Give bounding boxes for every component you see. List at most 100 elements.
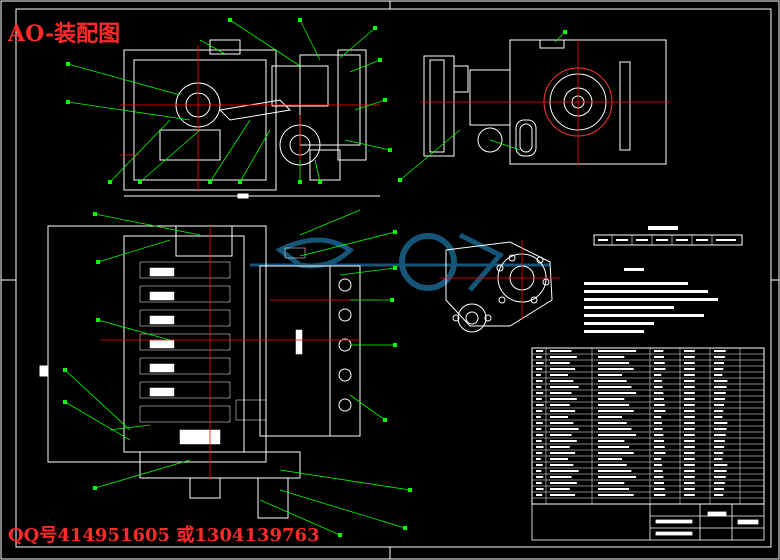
- parts-cell-text: [598, 488, 630, 490]
- parts-cell-text: [536, 470, 542, 472]
- side-centerlines: [440, 240, 560, 320]
- parts-cell-text: [684, 482, 695, 484]
- parts-cell-text: [536, 380, 543, 382]
- parts-cell-text: [536, 398, 542, 400]
- parts-cell-text: [550, 416, 568, 418]
- parts-cell-text: [598, 392, 637, 394]
- parts-cell-text: [714, 452, 724, 454]
- parts-cell-text: [654, 440, 665, 442]
- parts-cell-text: [714, 470, 727, 472]
- parts-cell-text: [598, 410, 634, 412]
- parts-cell-text: [536, 434, 544, 436]
- parts-cell-text: [598, 446, 630, 448]
- parts-cell-text: [684, 422, 695, 424]
- parts-cell-text: [536, 392, 544, 394]
- parts-cell-text: [714, 368, 724, 370]
- parts-cell-text: [550, 470, 579, 472]
- parts-cell-text: [598, 476, 637, 478]
- parts-cell-text: [714, 440, 725, 442]
- parts-cell-text: [714, 410, 724, 412]
- parts-cell-text: [598, 356, 625, 358]
- parts-cell-text: [714, 464, 728, 466]
- parts-cell-text: [684, 368, 695, 370]
- parts-cell-text: [536, 350, 544, 352]
- parts-cell-text: [598, 470, 632, 472]
- parts-cell-text: [536, 452, 543, 454]
- parts-cell-text: [536, 488, 544, 490]
- parts-cell-text: [714, 488, 725, 490]
- parts-cell-text: [536, 356, 542, 358]
- parts-cell-text: [598, 350, 637, 352]
- parts-cell-text: [654, 410, 666, 412]
- parts-cell-text: [714, 356, 725, 358]
- parts-cell-text: [684, 458, 695, 460]
- parts-cell-text: [550, 482, 577, 484]
- parts-cell-text: [654, 476, 664, 478]
- leader-ends: [63, 18, 567, 537]
- parts-cell-text: [550, 350, 572, 352]
- parts-cell-text: [598, 428, 632, 430]
- parts-cell-text: [684, 440, 695, 442]
- parts-cell-text: [654, 446, 665, 448]
- parts-cell-text: [684, 386, 695, 388]
- parts-cell-text: [684, 350, 695, 352]
- parts-cell-text: [550, 428, 579, 430]
- parts-cell-text: [714, 428, 727, 430]
- parts-cell-text: [536, 440, 542, 442]
- parts-cell-text: [598, 404, 630, 406]
- title-block: [531, 503, 765, 541]
- parts-cell-text: [684, 434, 695, 436]
- section-cylinders: [139, 247, 306, 445]
- parts-cell-text: [550, 422, 574, 424]
- parts-cell-text: [598, 494, 634, 496]
- parts-cell-text: [714, 422, 728, 424]
- inner-frame: [15, 8, 772, 548]
- parts-cell-text: [714, 380, 728, 382]
- parts-cell-text: [654, 488, 665, 490]
- watermark-logo: [250, 232, 550, 292]
- parts-cell-text: [536, 374, 541, 376]
- parts-cell-text: [550, 464, 574, 466]
- parts-cell-text: [536, 476, 544, 478]
- parts-cell-text: [536, 404, 544, 406]
- parts-cell-text: [550, 446, 570, 448]
- parts-cell-text: [714, 416, 723, 418]
- parts-cell-text: [684, 356, 695, 358]
- parts-cell-text: [654, 362, 665, 364]
- parts-cell-text: [598, 368, 634, 370]
- parts-cell-text: [684, 410, 695, 412]
- parts-cell-text: [536, 482, 542, 484]
- parts-cell-text: [550, 356, 577, 358]
- parts-cell-text: [550, 494, 576, 496]
- parts-cell-text: [598, 482, 625, 484]
- front-view: [123, 39, 380, 199]
- parts-cell-text: [550, 458, 568, 460]
- parts-cell-text: [536, 422, 543, 424]
- parts-cell-text: [714, 482, 725, 484]
- parts-cell-text: [684, 374, 695, 376]
- parts-cell-text: [550, 386, 579, 388]
- parts-cell-text: [598, 452, 634, 454]
- parts-cell-text: [550, 434, 572, 436]
- parts-cell-text: [550, 368, 576, 370]
- parts-cell-text: [684, 404, 695, 406]
- parts-cell-text: [684, 494, 695, 496]
- parts-cell-text: [550, 392, 572, 394]
- parts-cell-text: [550, 374, 568, 376]
- parts-cell-text: [598, 386, 632, 388]
- parts-cell-text: [550, 410, 576, 412]
- parts-cell-text: [550, 362, 570, 364]
- parts-cell-text: [684, 416, 695, 418]
- parts-cell-text: [598, 440, 625, 442]
- parts-cell-text: [550, 380, 574, 382]
- parts-cell-text: [550, 398, 577, 400]
- parts-cell-text: [536, 386, 542, 388]
- parts-cell-text: [598, 416, 622, 418]
- parts-cell-text: [654, 464, 662, 466]
- parts-cell-text: [654, 494, 666, 496]
- parts-cell-text: [714, 386, 727, 388]
- parts-cell-text: [536, 362, 544, 364]
